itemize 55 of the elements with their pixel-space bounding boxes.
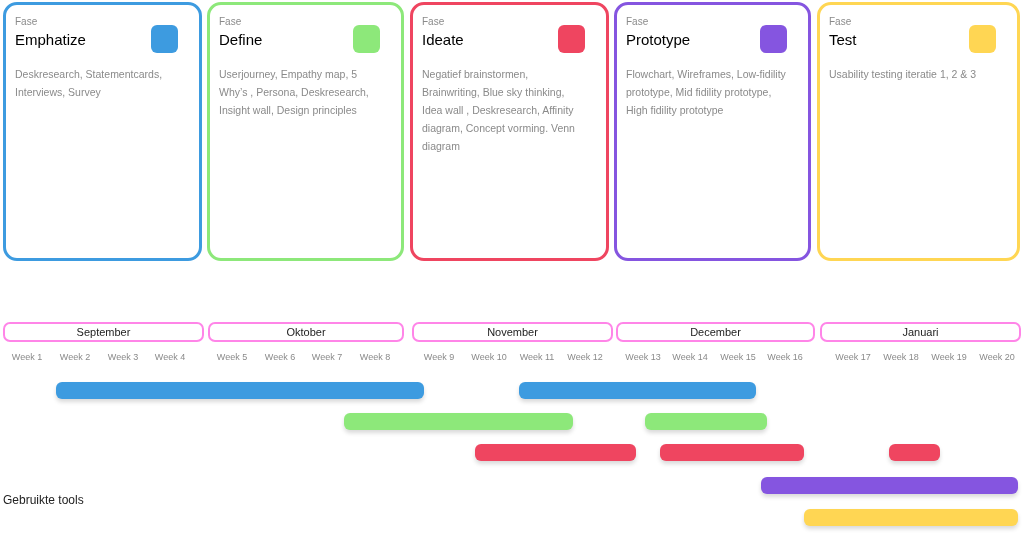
week-label: Week 4 [153,351,187,363]
week-label: Week 13 [624,351,662,363]
timeline-bar [645,413,767,430]
phase-card [817,2,1020,261]
phase-description: Userjourney, Empathy map, 5 Why’s , Persona, Deskresearch, Insight wall, Design principles [219,67,370,118]
week-label: Week 5 [215,351,249,363]
month-header: September [3,322,204,342]
phase-title: Define [219,31,263,49]
week-label: Week 7 [310,351,344,363]
week-label: Week 2 [58,351,92,363]
phase-title: Prototype [626,31,691,49]
week-label: Week 12 [566,351,604,363]
week-label: Week 1 [10,351,44,363]
timeline-bar [475,444,636,461]
week-label: Week 8 [358,351,392,363]
phase-card [614,2,811,261]
month-header: Januari [820,322,1021,342]
week-label: Week 19 [930,351,968,363]
phase-card [410,2,609,261]
phase-card [3,2,202,261]
month-header: Oktober [208,322,404,342]
week-label: Week 17 [834,351,872,363]
week-label: Week 20 [978,351,1016,363]
week-label: Week 10 [470,351,508,363]
phase-title: Ideate [422,31,464,49]
timeline-bar [660,444,804,461]
timeline-bar [804,509,1018,526]
week-label: Week 14 [671,351,709,363]
week-label: Week 3 [106,351,140,363]
phase-label: Fase [422,16,445,28]
phase-label: Fase [829,16,852,28]
week-label: Week 18 [882,351,920,363]
phase-description: Usability testing iteratie 1, 2 & 3 [829,67,978,82]
phase-label: Fase [219,16,242,28]
timeline-bar [519,382,756,399]
phase-description: Flowchart, Wireframes, Low-fidility prototype, Mid fidility prototype, High fidility prototype [626,67,787,118]
week-label: Week 16 [766,351,804,363]
phase-title: Test [829,31,857,49]
phase-label: Fase [15,16,38,28]
phase-label: Fase [626,16,649,28]
section-heading: Gebruikte tools [3,492,84,508]
timeline-bar [56,382,424,399]
timeline-bar [761,477,1018,494]
week-label: Week 11 [518,351,556,363]
phase-description: Negatief brainstormen, Brainwriting, Blue sky thinking, Idea wall , Deskresearch, Affinity diagram, Concept vorming. Venn diagram [422,67,576,154]
week-label: Week 9 [422,351,456,363]
phase-description: Deskresearch, Statementcards, Interviews, Survey [15,67,164,100]
timeline-bar [889,444,940,461]
timeline-bar [344,413,573,430]
phase-card [207,2,404,261]
week-label: Week 15 [719,351,757,363]
phase-title: Emphatize [15,31,86,49]
month-header: November [412,322,613,342]
month-header: December [616,322,815,342]
week-label: Week 6 [263,351,297,363]
